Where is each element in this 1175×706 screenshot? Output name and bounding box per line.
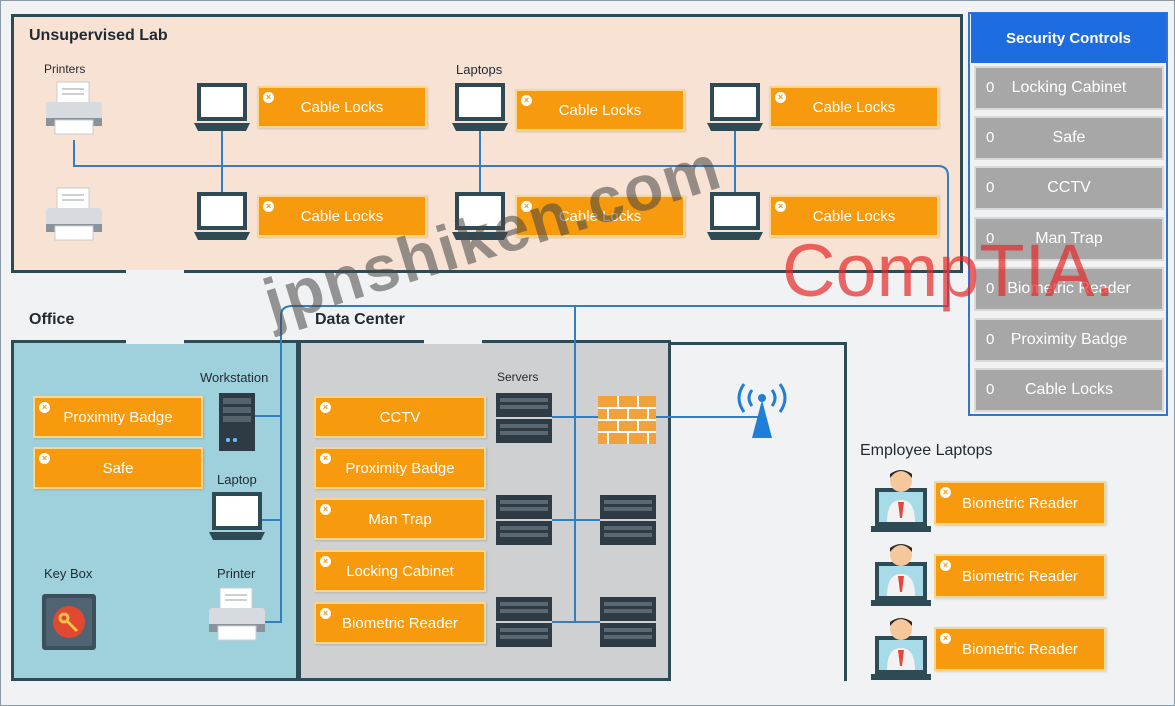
close-icon[interactable]: ×	[320, 453, 331, 464]
datacenter-tag-man-trap[interactable]: ×Man Trap	[314, 498, 486, 540]
employee-icon	[871, 470, 931, 532]
server-icon	[496, 393, 552, 443]
printer-icon	[209, 587, 265, 641]
server-icon	[600, 495, 656, 545]
employee-tag-biometric-reader[interactable]: ×Biometric Reader	[934, 554, 1106, 598]
lab-tag-cable-locks[interactable]: ×Cable Locks	[769, 195, 939, 237]
lab-tag-cable-locks[interactable]: ×Cable Locks	[257, 86, 427, 128]
employee-laptops-title: Employee Laptops	[860, 442, 993, 459]
close-icon[interactable]: ×	[940, 633, 951, 644]
control-count: 0	[986, 280, 995, 297]
lab-tag-cable-locks[interactable]: ×Cable Locks	[515, 89, 685, 131]
close-icon[interactable]: ×	[320, 556, 331, 567]
close-icon[interactable]: ×	[320, 504, 331, 515]
control-count: 0	[986, 179, 995, 196]
office-tag-safe[interactable]: ×Safe	[33, 447, 203, 489]
data-center-annex	[670, 342, 847, 681]
datacenter-tag-cctv[interactable]: ×CCTV	[314, 396, 486, 438]
laptop-icon	[194, 83, 250, 131]
employee-tag-biometric-reader[interactable]: ×Biometric Reader	[934, 627, 1106, 671]
laptop-icon	[209, 492, 265, 540]
control-count: 0	[986, 79, 995, 96]
laptop-icon	[452, 192, 508, 240]
close-icon[interactable]: ×	[263, 201, 274, 212]
control-count: 0	[986, 230, 995, 247]
close-icon[interactable]: ×	[39, 453, 50, 464]
workstation-label: Workstation	[200, 370, 269, 385]
close-icon[interactable]: ×	[940, 560, 951, 571]
office-title: Office	[29, 311, 75, 328]
office-doorway-gap	[126, 339, 184, 344]
unsupervised-lab-title: Unsupervised Lab	[29, 27, 168, 44]
control-count: 0	[986, 129, 995, 146]
laptop-icon	[707, 192, 763, 240]
laptop-icon	[452, 83, 508, 131]
data-center-title: Data Center	[315, 311, 405, 328]
close-icon[interactable]: ×	[775, 201, 786, 212]
close-icon[interactable]: ×	[775, 92, 786, 103]
brand-watermark: CompTIA.	[782, 229, 1116, 312]
datacenter-tag-biometric-reader[interactable]: ×Biometric Reader	[314, 602, 486, 644]
key-box-label: Key Box	[44, 566, 93, 581]
office-tag-proximity-badge[interactable]: ×Proximity Badge	[33, 396, 203, 438]
laptop-icon	[194, 192, 250, 240]
laptops-label: Laptops	[456, 62, 503, 77]
datacenter-tag-locking-cabinet[interactable]: ×Locking Cabinet	[314, 550, 486, 592]
datacenter-tag-proximity-badge[interactable]: ×Proximity Badge	[314, 447, 486, 489]
close-icon[interactable]: ×	[521, 201, 532, 212]
close-icon[interactable]: ×	[320, 402, 331, 413]
control-count: 0	[986, 331, 995, 348]
servers-label: Servers	[497, 370, 539, 384]
printers-label: Printers	[44, 62, 86, 76]
server-icon	[496, 495, 552, 545]
key-box-icon	[42, 594, 96, 650]
lab-tag-cable-locks[interactable]: ×Cable Locks	[515, 195, 685, 237]
lab-doorway-gap	[126, 270, 184, 276]
datacenter-doorway-gap	[424, 339, 482, 344]
printer-icon	[46, 187, 102, 241]
close-icon[interactable]: ×	[263, 92, 274, 103]
close-icon[interactable]: ×	[940, 487, 951, 498]
wifi-antenna-icon	[737, 383, 787, 438]
employee-tag-biometric-reader[interactable]: ×Biometric Reader	[934, 481, 1106, 525]
close-icon[interactable]: ×	[521, 95, 532, 106]
lab-tag-cable-locks[interactable]: ×Cable Locks	[769, 86, 939, 128]
employee-icon	[871, 618, 931, 680]
security-controls-title: Security Controls	[971, 13, 1166, 63]
server-icon	[600, 597, 656, 647]
laptop-label: Laptop	[217, 472, 257, 487]
firewall-icon	[598, 396, 656, 444]
printer-icon	[46, 81, 102, 135]
laptop-icon	[707, 83, 763, 131]
close-icon[interactable]: ×	[320, 608, 331, 619]
employee-icon	[871, 544, 931, 606]
control-count: 0	[986, 381, 995, 398]
close-icon[interactable]: ×	[39, 402, 50, 413]
workstation-server-icon	[219, 393, 255, 451]
printer-label: Printer	[217, 566, 256, 581]
server-icon	[496, 597, 552, 647]
lab-tag-cable-locks[interactable]: ×Cable Locks	[257, 195, 427, 237]
